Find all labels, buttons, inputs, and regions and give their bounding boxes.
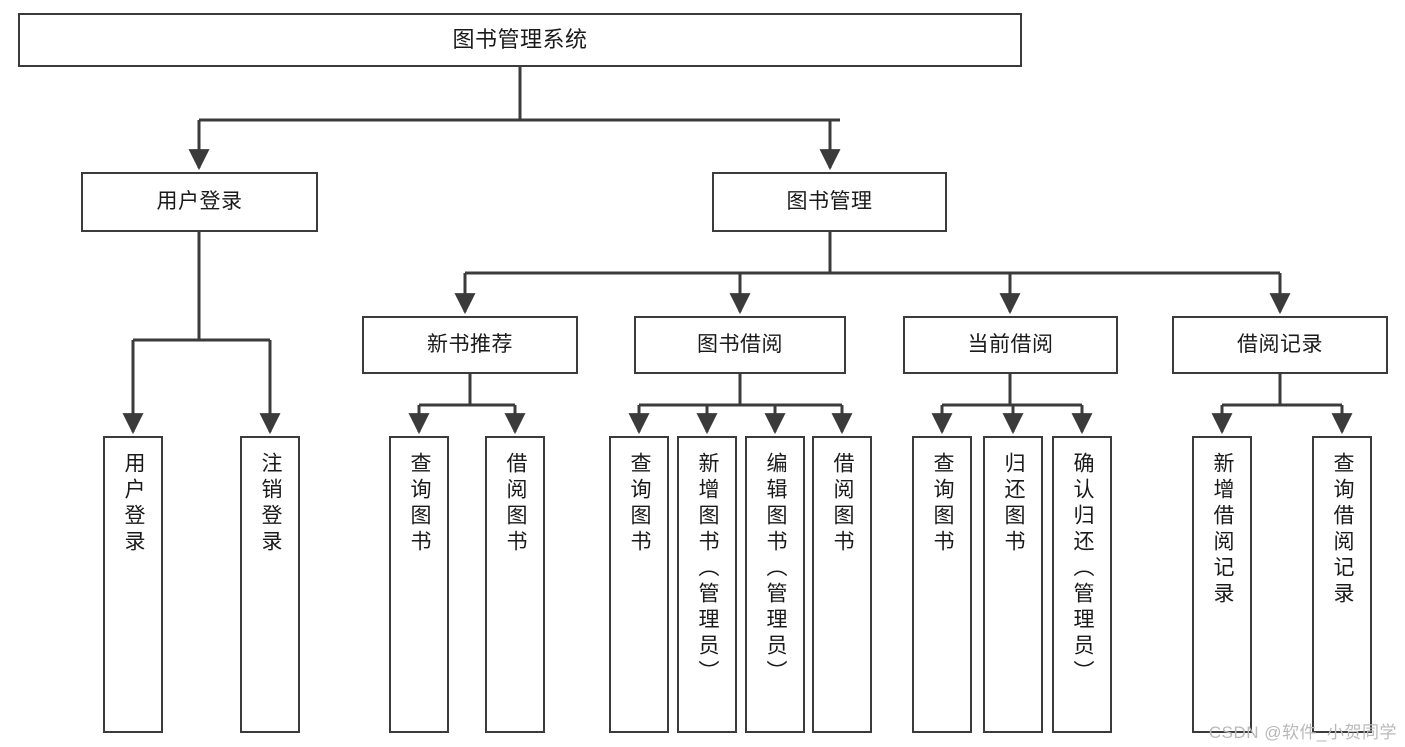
node-leaf-user-login[interactable]: 用户登录 <box>103 436 163 733</box>
node-leaf-logout-label: 注销登录 <box>259 452 283 556</box>
node-current-borrow[interactable]: 当前借阅 <box>903 316 1118 374</box>
node-leaf-query-book-1-label: 查询图书 <box>408 452 432 556</box>
node-leaf-add-book[interactable]: 新增图书（管理员） <box>677 436 737 733</box>
node-user-login-label: 用户登录 <box>156 190 243 214</box>
node-leaf-borrow-book-1[interactable]: 借阅图书 <box>485 436 545 733</box>
node-leaf-borrow-book-2-label: 借阅图书 <box>831 452 855 556</box>
node-leaf-add-book-label: 新增图书（管理员） <box>696 452 720 686</box>
node-leaf-add-record[interactable]: 新增借阅记录 <box>1192 436 1252 733</box>
node-new-book-rec[interactable]: 新书推荐 <box>362 316 578 374</box>
node-leaf-query-book-3[interactable]: 查询图书 <box>912 436 972 733</box>
node-current-borrow-label: 当前借阅 <box>967 333 1054 357</box>
node-leaf-return-book-label: 归还图书 <box>1002 452 1026 556</box>
node-book-borrow-label: 图书借阅 <box>697 333 783 357</box>
node-leaf-query-book-3-label: 查询图书 <box>931 452 955 556</box>
node-leaf-return-book[interactable]: 归还图书 <box>983 436 1043 733</box>
node-borrow-record[interactable]: 借阅记录 <box>1172 316 1388 374</box>
node-book-borrow[interactable]: 图书借阅 <box>634 316 846 374</box>
node-leaf-confirm-return-label: 确认归还（管理员） <box>1071 452 1095 686</box>
node-book-manage-label: 图书管理 <box>786 190 873 214</box>
node-root[interactable]: 图书管理系统 <box>18 13 1022 67</box>
node-leaf-query-record-label: 查询借阅记录 <box>1331 452 1355 608</box>
node-new-book-rec-label: 新书推荐 <box>427 333 513 357</box>
node-leaf-query-record[interactable]: 查询借阅记录 <box>1312 436 1372 733</box>
node-borrow-record-label: 借阅记录 <box>1237 333 1323 357</box>
node-root-label: 图书管理系统 <box>452 26 588 52</box>
node-user-login[interactable]: 用户登录 <box>81 172 318 232</box>
node-leaf-edit-book[interactable]: 编辑图书（管理员） <box>745 436 805 733</box>
node-leaf-query-book-1[interactable]: 查询图书 <box>389 436 449 733</box>
node-leaf-user-login-label: 用户登录 <box>122 452 146 556</box>
watermark: CSDN @软件_小贺同学 <box>1208 723 1397 742</box>
node-leaf-logout[interactable]: 注销登录 <box>240 436 300 733</box>
node-leaf-query-book-2[interactable]: 查询图书 <box>609 436 669 733</box>
node-leaf-edit-book-label: 编辑图书（管理员） <box>764 452 788 686</box>
node-leaf-add-record-label: 新增借阅记录 <box>1211 452 1235 608</box>
node-leaf-confirm-return[interactable]: 确认归还（管理员） <box>1052 436 1112 733</box>
node-book-manage[interactable]: 图书管理 <box>712 172 947 232</box>
node-leaf-borrow-book-1-label: 借阅图书 <box>504 452 528 556</box>
node-leaf-query-book-2-label: 查询图书 <box>628 452 652 556</box>
node-leaf-borrow-book-2[interactable]: 借阅图书 <box>812 436 872 733</box>
